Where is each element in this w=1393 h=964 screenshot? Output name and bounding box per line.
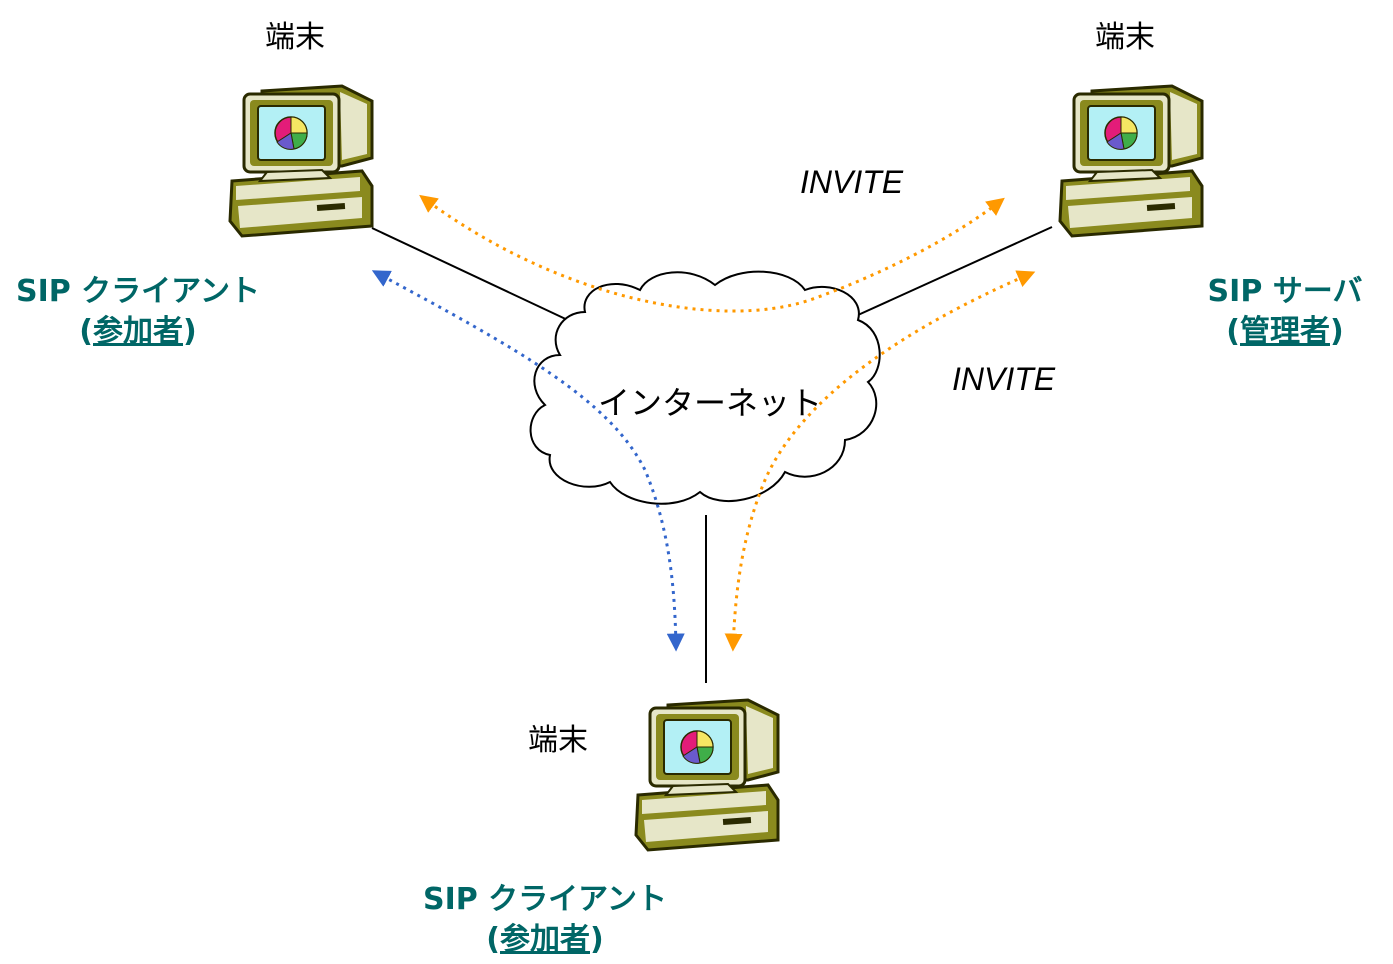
desktop-computer-icon [634,698,780,852]
role-name: SIP サーバ [1207,274,1363,309]
role-sub: (管理者) [1226,314,1344,349]
invite-label-lower: INVITE [952,361,1056,397]
desktop-computer-icon [1058,84,1204,238]
role-sub: (参加者) [79,314,197,349]
role-name: SIP クライアント [15,274,260,309]
desktop-computer-icon [228,84,374,238]
link-right [857,226,1053,316]
role-server: SIP サーバ (管理者) [1200,272,1370,352]
role-client-bottom: SIP クライアント (参加者) [415,880,675,960]
terminal-label-top-left: 端末 [265,20,325,55]
terminal-label-bottom: 端末 [528,723,588,758]
role-client-left: SIP クライアント (参加者) [8,272,268,352]
role-name: SIP クライアント [422,882,667,917]
role-sub: (参加者) [486,922,604,957]
invite-label-upper: INVITE [800,164,904,200]
client-arrow-blue [371,270,685,652]
link-left [371,227,573,323]
cloud-label: インターネット [598,384,823,422]
terminal-label-top-right: 端末 [1095,20,1155,55]
